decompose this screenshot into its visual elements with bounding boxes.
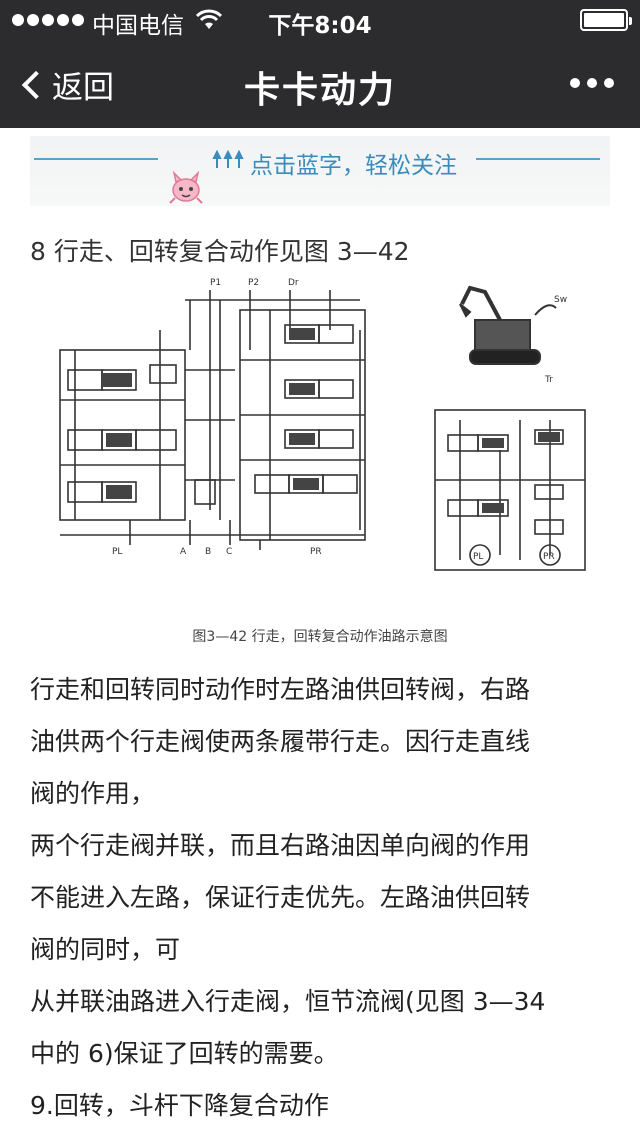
diagram-label: B (205, 547, 211, 557)
back-label: 返回 (52, 70, 114, 106)
paragraph-line: 阀的同时，可 (30, 935, 181, 964)
article-body: 行走和回转同时动作时左路油供回转阀，右路 油供两个行走阀使两条履带行走。因行走直… (30, 664, 615, 1132)
paragraph-line: 油供两个行走阀使两条履带行走。因行走直线 (30, 727, 531, 756)
paragraph-line: 两个行走阀并联，而且右路油因单向阀的作用 (30, 831, 531, 860)
diagram-label: PL (473, 552, 483, 562)
status-bar: 中国电信 下午8:04 (0, 0, 640, 40)
banner-divider-right (476, 158, 600, 160)
diagram-label: Sw (554, 295, 567, 305)
arrow-up-icon (212, 150, 244, 168)
diagram-label: C (226, 547, 232, 557)
paragraph-line: 阀的作用， (30, 779, 156, 808)
paragraph-line: 不能进入左路，保证行走优先。左路油供回转 (30, 883, 531, 912)
carrier-name: 中国电信 (92, 13, 184, 39)
navigation-bar: 返回 卡卡动力 (0, 40, 640, 128)
follow-banner[interactable]: 点击蓝字，轻松关注 (30, 136, 610, 206)
diagram-label: P1 (210, 278, 221, 288)
diagram-label: Dr (288, 278, 299, 288)
paragraph-line: 中的 6)保证了回转的需要。 (30, 1039, 339, 1068)
status-time: 下午8:04 (268, 13, 372, 39)
paragraph-line: 行走和回转同时动作时左路油供回转阀，右路 (30, 675, 531, 704)
page-title: 卡卡动力 (243, 70, 396, 111)
mascot-icon (169, 170, 203, 204)
battery-icon (580, 9, 632, 31)
diagram-label: A (180, 547, 187, 557)
banner-divider-left (34, 158, 158, 160)
signal-strength-icon (12, 14, 84, 26)
paragraph-line: 从并联油路进入行走阀，恒节流阀(见图 3—34 (30, 987, 546, 1016)
diagram-label: P2 (248, 278, 259, 288)
diagram-label: PR (543, 552, 555, 562)
diagram-label: PL (112, 547, 122, 557)
diagram-label: PR (310, 547, 322, 557)
section-heading: 8 行走、回转复合动作见图 3—42 (30, 237, 410, 266)
back-button[interactable]: 返回 (18, 62, 114, 107)
figure-caption: 图3—42 行走，回转复合动作油路示意图 (192, 629, 448, 645)
diagram-label: Tr (544, 375, 553, 385)
wifi-icon (196, 9, 222, 29)
section-heading: 9.回转，斗杆下降复合动作 (30, 1091, 329, 1120)
more-options-icon[interactable] (570, 78, 614, 88)
banner-follow-text[interactable]: 点击蓝字，轻松关注 (250, 153, 457, 179)
hydraulic-circuit-diagram: P1 P2 Dr PL PR A B C Sw Tr PL PR (59, 278, 586, 571)
